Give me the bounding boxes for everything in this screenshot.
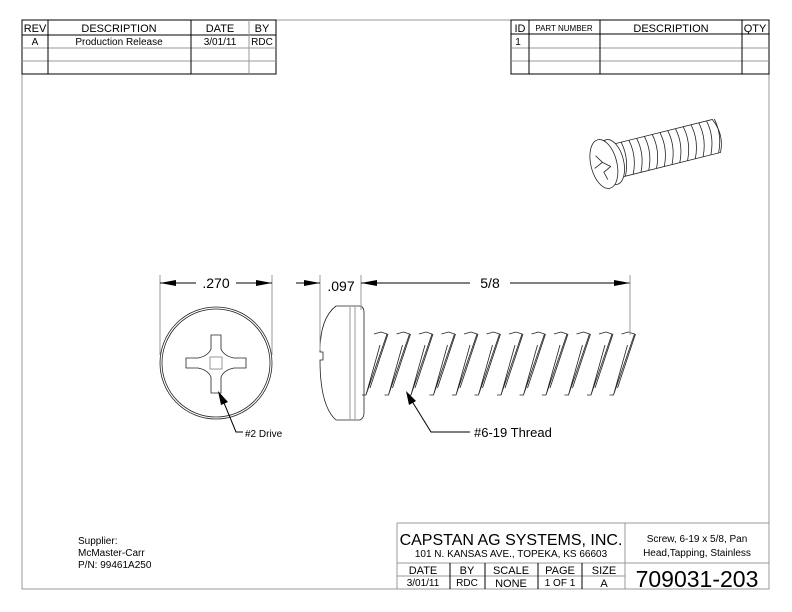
head-height-dimension: .097 [327, 278, 354, 294]
dimension-lines [159, 275, 631, 355]
supplier-part-number: P/N: 99461A250 [78, 560, 152, 571]
revision-table: REV DESCRIPTION DATE BY A Production Rel… [21, 19, 277, 75]
thread-crest [407, 331, 434, 396]
title-block [396, 522, 769, 589]
part-description-line1: Screw, 6-19 x 5/8, Pan [647, 534, 748, 545]
company-name: CAPSTAN AG SYSTEMS, INC. [400, 532, 623, 549]
iso-thread [644, 136, 651, 171]
rev-date: 3/01/11 [204, 37, 237, 48]
tb-date-header: DATE [409, 565, 438, 577]
company-address: 101 N. KANSAS AVE., TOPEKA, KS 66603 [415, 549, 608, 560]
thread-crest [542, 331, 569, 396]
head-front-view [159, 306, 273, 420]
rev-header: REV [24, 23, 47, 35]
supplier-label: Supplier: [78, 536, 117, 547]
iso-thread [713, 118, 721, 154]
iso-thread [628, 140, 635, 175]
thread-callout: #6-19 Thread [474, 425, 552, 440]
part-number-header: PART NUMBER [535, 24, 593, 33]
tb-page-header: PAGE [545, 565, 575, 577]
screw-side-view [319, 305, 636, 421]
thread-crest [362, 331, 389, 396]
tb-scale-value: NONE [495, 578, 527, 590]
drive-callout: #2 Drive [245, 429, 283, 440]
part-description-line2: Head,Tapping, Stainless [643, 548, 751, 559]
thread-crest [452, 331, 479, 396]
part-id: 1 [515, 37, 521, 48]
thread-crest [474, 331, 501, 396]
tb-date-value: 3/01/11 [407, 578, 440, 589]
thread-crest [384, 331, 411, 396]
drawing-number: 709031-203 [636, 566, 759, 592]
tb-by-header: BY [460, 565, 475, 577]
iso-thread [682, 126, 690, 161]
description-header: DESCRIPTION [81, 23, 156, 35]
tb-size-value: A [600, 578, 608, 590]
parts-description-header: DESCRIPTION [633, 23, 708, 35]
qty-header: QTY [744, 23, 767, 35]
thread-crest [609, 331, 636, 396]
thread-crest [519, 331, 546, 396]
callout-leaders [218, 391, 470, 433]
iso-thread [698, 122, 705, 157]
phillips-recess [185, 334, 247, 394]
id-header: ID [515, 23, 526, 35]
isometric-screw-view [589, 118, 722, 189]
supplier-name: McMaster-Carr [78, 548, 145, 559]
rev-by: RDC [251, 37, 273, 48]
length-dimension: 5/8 [480, 275, 500, 291]
rev-value: A [32, 37, 39, 48]
date-header: DATE [206, 23, 235, 35]
iso-thread [636, 138, 643, 173]
iso-thread [690, 124, 697, 159]
tb-scale-header: SCALE [493, 565, 529, 577]
thread-crest [497, 331, 524, 396]
iso-thread [651, 134, 659, 169]
tb-size-header: SIZE [592, 565, 616, 577]
iso-thread [675, 128, 682, 163]
tb-by-value: RDC [456, 578, 478, 589]
iso-thread [667, 130, 674, 165]
thread-crest [587, 331, 614, 396]
sheet-border [21, 19, 770, 590]
tb-page-value: 1 OF 1 [545, 578, 576, 589]
parts-table: ID PART NUMBER DESCRIPTION QTY 1 [510, 19, 770, 75]
rev-description: Production Release [75, 37, 163, 48]
iso-thread [659, 132, 666, 167]
iso-thread [706, 120, 713, 155]
by-header: BY [255, 23, 270, 35]
thread-crest [429, 331, 456, 396]
thread-crest [564, 331, 591, 396]
head-diameter-dimension: .270 [202, 275, 229, 291]
iso-thread [620, 142, 627, 177]
